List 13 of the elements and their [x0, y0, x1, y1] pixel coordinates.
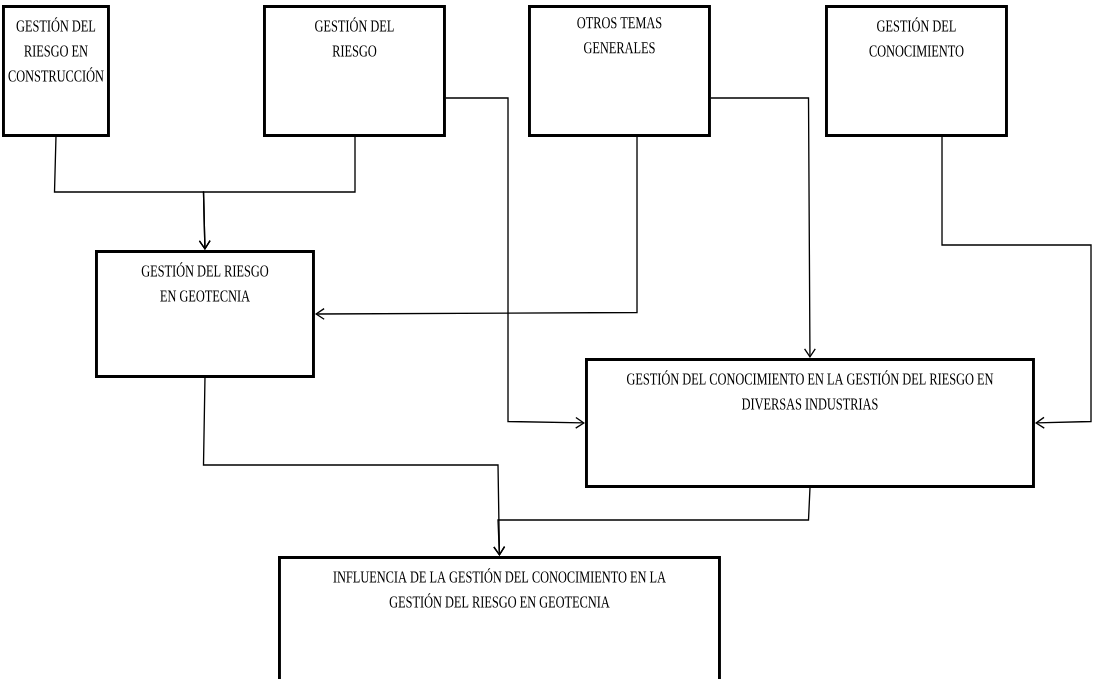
process-box: OTROS TEMAS GENERALES [528, 5, 711, 137]
arrow [941, 136, 1092, 429]
process-box: GESTIÓN DEL RIESGO [263, 5, 446, 137]
arrow [445, 97, 585, 429]
arrow [198, 136, 356, 250]
process-box: GESTIÓN DEL RIESGO EN GEOTECNIA [95, 250, 315, 378]
process-box: GESTIÓN DEL RIESGO EN CONSTRUCCIÓN [2, 5, 110, 137]
arrow [314, 136, 638, 320]
process-box: INFLUENCIA DE LA GESTIÓN DEL CONOCIMIENTO EN LA GESTIÓN DEL RIESGO EN GEOTECNIA [278, 556, 721, 679]
arrow [710, 97, 816, 358]
arrow [493, 487, 811, 556]
process-box: GESTIÓN DEL CONOCIMIENTO EN LA GESTIÓN DEL RIESGO EN DIVERSAS INDUSTRIAS [585, 358, 1035, 488]
process-box: GESTIÓN DEL CONOCIMIENTO [825, 5, 1008, 137]
